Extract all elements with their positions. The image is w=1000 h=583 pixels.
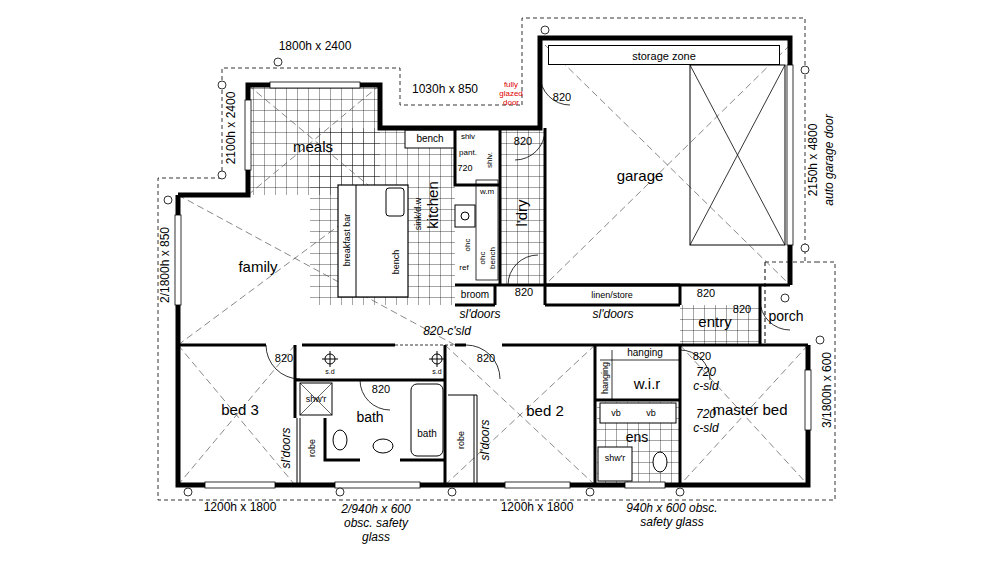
fixture-label: s.d	[432, 368, 441, 376]
room-area: broom	[455, 285, 495, 305]
room-name: storage zone	[632, 50, 696, 63]
dimension-label: 720 c-sld	[691, 366, 721, 394]
fixture-label: fully glazed door	[494, 80, 528, 108]
fixture-label: robe	[456, 431, 466, 449]
room-area: porch	[760, 290, 808, 345]
room-name: broom	[461, 289, 489, 301]
room-area: linen/store	[545, 285, 680, 305]
fixture-label: vb	[646, 408, 656, 418]
room-area: garage storage zone	[540, 38, 790, 285]
dimension-label: 1200h x 1800	[501, 501, 574, 515]
room-name: linen/store	[591, 290, 633, 300]
room-area: meals	[248, 85, 380, 195]
dimension-label: 2150h x 4800	[807, 124, 821, 197]
room-name: l'dry	[513, 199, 530, 226]
room-area: bath	[295, 380, 445, 460]
dimension-label: 820	[553, 91, 571, 104]
dimension-label: 820	[275, 352, 293, 365]
room-name: bath	[356, 409, 383, 425]
fixture-label: bench	[488, 247, 497, 269]
room-name: bed 2	[526, 402, 564, 419]
fixture-label: shlv.	[485, 152, 494, 168]
fixture-label: sl'doors	[479, 420, 493, 461]
room-area: storage zone	[548, 45, 780, 65]
dimension-label: 820	[697, 287, 715, 300]
dimension-label: 720	[457, 163, 472, 173]
dimension-label: 2/1800h x 850	[159, 227, 173, 303]
fixture-label: sl'doors	[593, 308, 634, 322]
room-name: bed 3	[221, 401, 259, 418]
room-name: meals	[293, 138, 333, 155]
room-area: bed 2	[445, 345, 595, 485]
room-area: l'dry	[500, 128, 545, 285]
room-area: ens	[595, 400, 680, 485]
dimension-label: 820	[515, 286, 533, 299]
fixture-label: ohc	[463, 239, 472, 252]
dimension-label: 1030h x 850	[412, 83, 478, 97]
dimension-label: 820	[693, 350, 711, 363]
fixture-label: breakfast bar	[342, 214, 352, 267]
room-name: kitchen	[424, 181, 441, 229]
room-name: garage	[617, 167, 664, 184]
fixture-label: robe	[307, 439, 317, 457]
fixture-label: vb	[611, 408, 621, 418]
dimension-label: 3/1800h x 600	[821, 352, 835, 428]
fixture-label: sl'doors	[460, 308, 501, 322]
dimension-label: 720 c-sld	[691, 408, 721, 436]
fixture-label: ref	[459, 263, 468, 272]
room-area: bed 3	[178, 345, 295, 485]
fixture-label: auto garage door	[823, 114, 837, 205]
dimension-label: 820	[477, 352, 495, 365]
fixture-label: sl'doors	[280, 428, 294, 469]
room-name: ens	[626, 429, 649, 445]
fixture-label: shw'r	[605, 453, 626, 463]
fixture-label: bench	[416, 133, 443, 145]
dimension-label: 940h x 600 obsc. safety glass	[612, 502, 732, 530]
fixture-label: shw'r	[306, 394, 327, 404]
fixture-label: shlv	[461, 132, 475, 141]
room-name: master bed	[710, 401, 790, 418]
fixture-label: bench	[391, 250, 401, 275]
fixture-label: w.m	[480, 187, 494, 196]
fixture-label: hanging	[627, 347, 663, 359]
fixture-label: sink/d.w	[413, 198, 423, 231]
room-name: porch	[768, 308, 803, 324]
fixture-label: s.d	[325, 368, 334, 376]
dimension-label: 820-c'sld	[423, 325, 471, 339]
dimension-label: 820	[733, 303, 751, 316]
room-name: w.i.r	[634, 375, 661, 392]
dimension-label: 1800h x 2400	[279, 40, 352, 54]
dimension-label: 820	[514, 135, 532, 148]
dimension-label: 2100h x 2400	[225, 92, 239, 165]
fixture-label: ohc	[478, 252, 487, 265]
fixture-label: bath	[417, 428, 436, 440]
fixture-label: hanging	[600, 362, 610, 394]
dimension-label: 1200h x 1800	[204, 501, 277, 515]
room-name: family	[238, 258, 277, 275]
dimension-label: 820	[372, 383, 390, 396]
fixture-label: pant.	[459, 148, 477, 157]
room-name: entry	[698, 313, 731, 330]
dimension-label: 2/940h x 600 obsc. safety glass	[331, 503, 421, 544]
